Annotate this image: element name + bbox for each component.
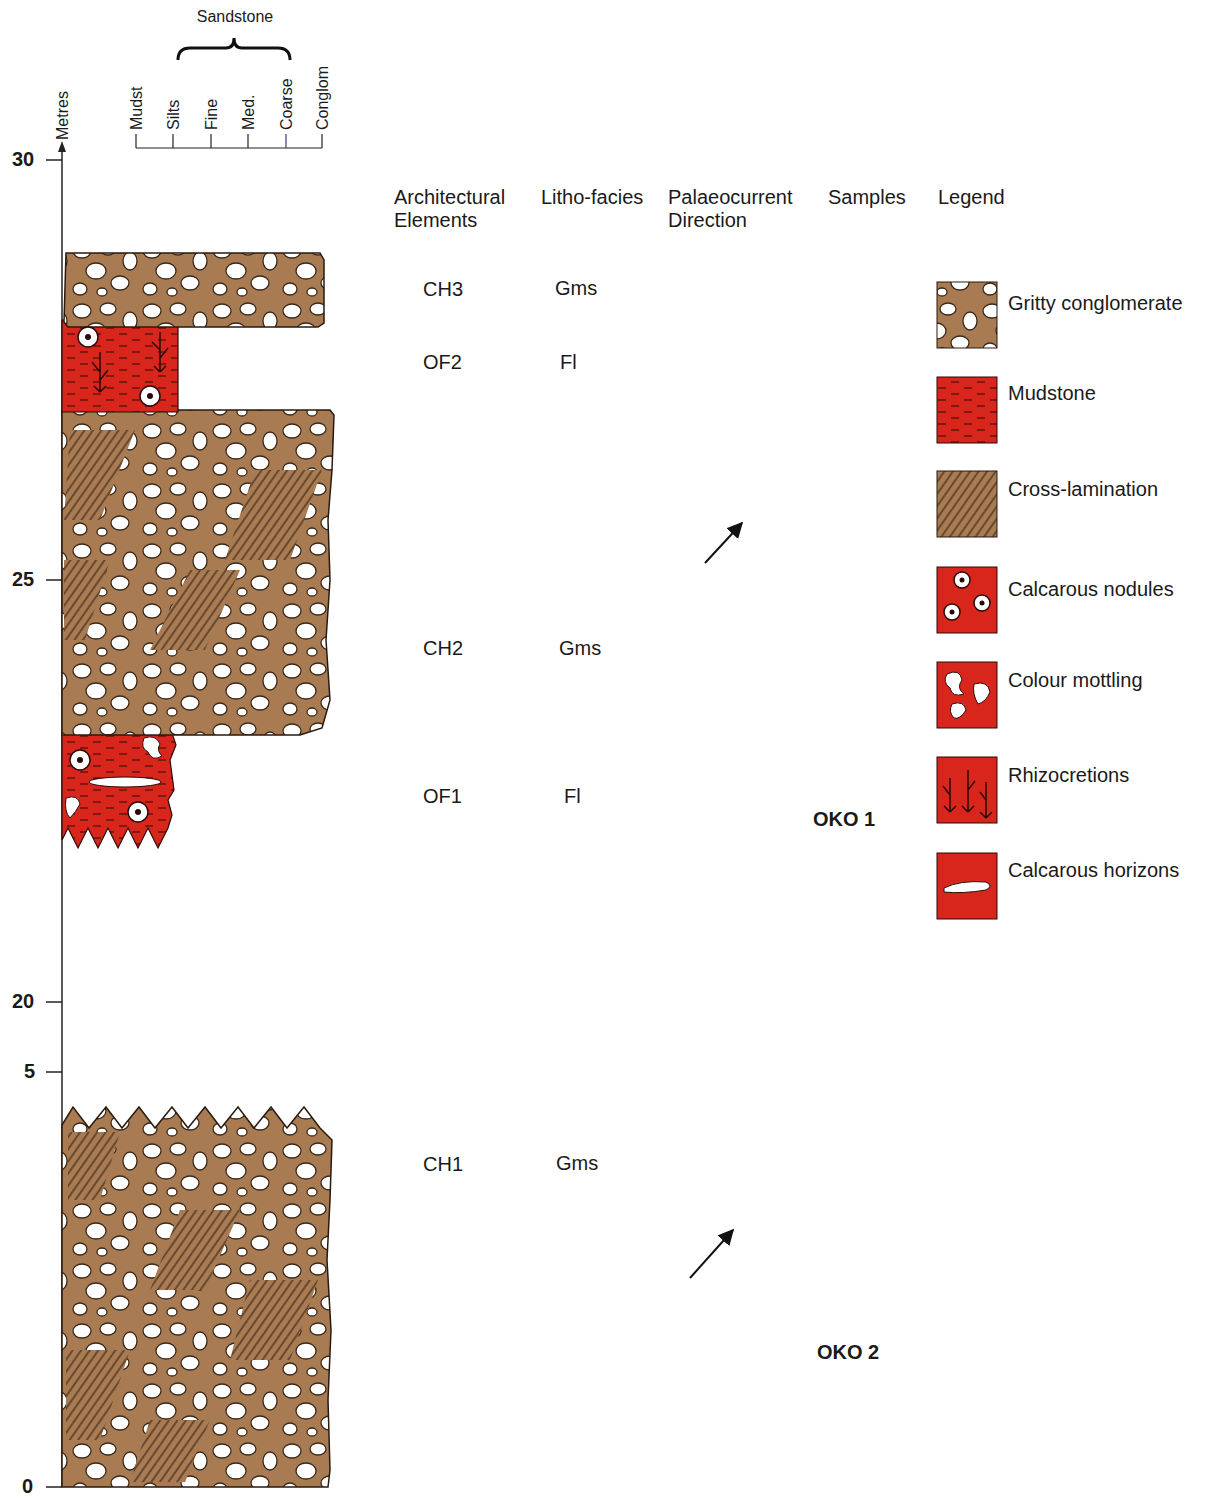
scale-number: 0 [22, 1475, 33, 1498]
legend-label: Calcarous nodules [1008, 578, 1174, 601]
scale-number: 30 [12, 148, 34, 171]
element-code: OF1 [423, 785, 462, 808]
facies-code: Gms [555, 277, 597, 300]
grain-size-label: Silts [165, 100, 183, 130]
scale-number: 20 [12, 990, 34, 1013]
heading-label: Sandstone [197, 8, 274, 26]
axis-label: Metres [54, 91, 72, 140]
grain-size-label: Mudst [128, 86, 146, 130]
legend-label: Calcarous horizons [1008, 859, 1179, 882]
sample-label: OKO 1 [813, 808, 875, 831]
grain-size-label: Coarse [278, 78, 296, 130]
legend-label: Gritty conglomerate [1008, 292, 1183, 315]
sample-label: OKO 2 [817, 1341, 879, 1364]
facies-code: Gms [556, 1152, 598, 1175]
element-code: CH1 [423, 1153, 463, 1176]
grain-size-label: Fine [203, 99, 221, 130]
legend-label: Colour mottling [1008, 669, 1143, 692]
column-heading: Legend [938, 186, 1005, 209]
column-heading: Palaeocurrent Direction [668, 186, 818, 232]
grain-size-label: Conglom [314, 66, 332, 130]
facies-code: Gms [559, 637, 601, 660]
element-code: CH2 [423, 637, 463, 660]
element-code: OF2 [423, 351, 462, 374]
scale-number: 5 [24, 1060, 35, 1083]
grain-size-label: Med. [240, 94, 258, 130]
legend-label: Rhizocretions [1008, 764, 1129, 787]
scale-number: 25 [12, 568, 34, 591]
facies-code: Fl [560, 351, 577, 374]
column-heading: Litho-facies [541, 186, 643, 209]
column-heading: Architectural Elements [394, 186, 534, 232]
element-code: CH3 [423, 278, 463, 301]
legend-label: Cross-lamination [1008, 478, 1158, 501]
facies-code: Fl [564, 785, 581, 808]
legend-label: Mudstone [1008, 382, 1096, 405]
column-heading: Samples [828, 186, 906, 209]
